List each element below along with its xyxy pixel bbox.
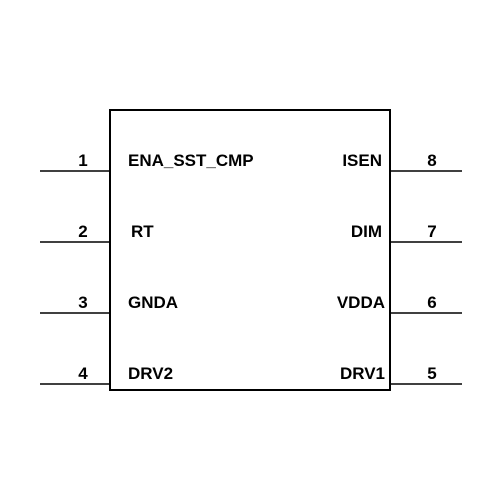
- pin-1-number: 1: [78, 151, 87, 170]
- pin-4-number: 4: [78, 364, 88, 383]
- pin-5-number: 5: [427, 364, 436, 383]
- pin-7-name: DIM: [351, 222, 382, 241]
- pin-3-name: GNDA: [128, 293, 178, 312]
- pin-6-name: VDDA: [337, 293, 385, 312]
- pin-6-number: 6: [427, 293, 436, 312]
- pin-8-number: 8: [427, 151, 436, 170]
- ic-body: [109, 109, 391, 391]
- pin-3-number: 3: [78, 293, 87, 312]
- pin-7-number: 7: [427, 222, 436, 241]
- pin-4-name: DRV2: [128, 364, 173, 383]
- pin-8-name: ISEN: [342, 151, 382, 170]
- pin-2-name: RT: [131, 222, 154, 241]
- pin-5-name: DRV1: [340, 364, 385, 383]
- pin-2-number: 2: [78, 222, 87, 241]
- pin-1-name: ENA_SST_CMP: [128, 151, 254, 170]
